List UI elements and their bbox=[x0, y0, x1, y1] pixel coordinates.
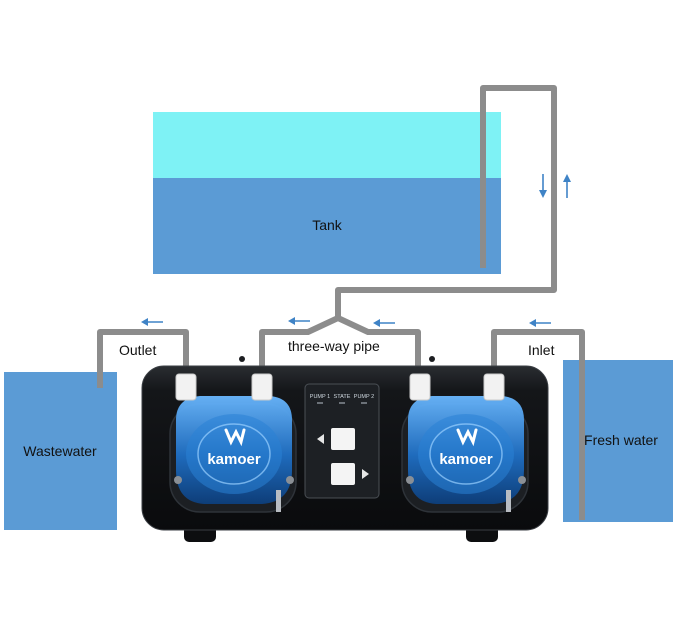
inlet-pipe bbox=[491, 329, 585, 520]
outlet-label: Outlet bbox=[119, 342, 156, 358]
right-control-button[interactable] bbox=[331, 463, 355, 485]
pump-head-left: kamoer bbox=[169, 373, 297, 513]
arrow-left-icon bbox=[529, 319, 551, 327]
arrow-down-icon bbox=[539, 174, 547, 198]
tube-fitting bbox=[175, 373, 197, 401]
tank-water bbox=[153, 178, 501, 274]
outlet-pipe bbox=[97, 329, 189, 388]
panel-label-pump1: PUMP 1 bbox=[310, 394, 330, 400]
tank: Tank bbox=[153, 112, 501, 274]
tank-label: Tank bbox=[312, 217, 343, 233]
arrow-right-small-icon bbox=[362, 469, 369, 479]
panel-label-pump2: PUMP 2 bbox=[354, 394, 374, 400]
arrow-left-icon bbox=[373, 319, 395, 327]
panel-label-state: STATE bbox=[334, 394, 351, 400]
wastewater-label: Wastewater bbox=[23, 443, 97, 459]
three-way-pipe-left bbox=[259, 315, 340, 380]
control-panel: PUMP 1 STATE PUMP 2 bbox=[304, 383, 380, 499]
tube-fitting bbox=[483, 373, 505, 401]
wastewater-container: Wastewater bbox=[4, 372, 117, 530]
tank-top-water bbox=[153, 112, 501, 178]
left-control-button[interactable] bbox=[331, 428, 355, 450]
arrow-left-small-icon bbox=[317, 434, 324, 444]
spring bbox=[276, 490, 281, 512]
arrow-left-icon bbox=[141, 318, 163, 326]
tube-fitting bbox=[409, 373, 431, 401]
pump-unit: kamoer kamoer PUMP 1 STATE PUMP 2 bbox=[141, 356, 549, 542]
pipes bbox=[97, 85, 585, 520]
indicator-led bbox=[361, 402, 367, 404]
indicator-led bbox=[339, 402, 345, 404]
kamoer-logo-icon bbox=[456, 428, 478, 447]
inlet-label: Inlet bbox=[528, 342, 555, 358]
arrow-up-icon bbox=[563, 174, 571, 198]
pump-head-right: kamoer bbox=[401, 373, 529, 513]
kamoer-logo-icon bbox=[224, 428, 246, 447]
arrow-left-icon bbox=[288, 317, 310, 325]
tube-fitting bbox=[251, 373, 273, 401]
flow-arrows bbox=[141, 174, 571, 327]
brand-logo-left: kamoer bbox=[207, 451, 261, 468]
indicator-led bbox=[317, 402, 323, 404]
three-way-pipe-right bbox=[336, 315, 421, 380]
spring bbox=[506, 490, 511, 512]
brand-logo-right: kamoer bbox=[439, 451, 493, 468]
fresh-water-label: Fresh water bbox=[584, 432, 658, 448]
tank-pipe bbox=[335, 85, 557, 318]
three-way-pipe-label: three-way pipe bbox=[288, 338, 380, 354]
